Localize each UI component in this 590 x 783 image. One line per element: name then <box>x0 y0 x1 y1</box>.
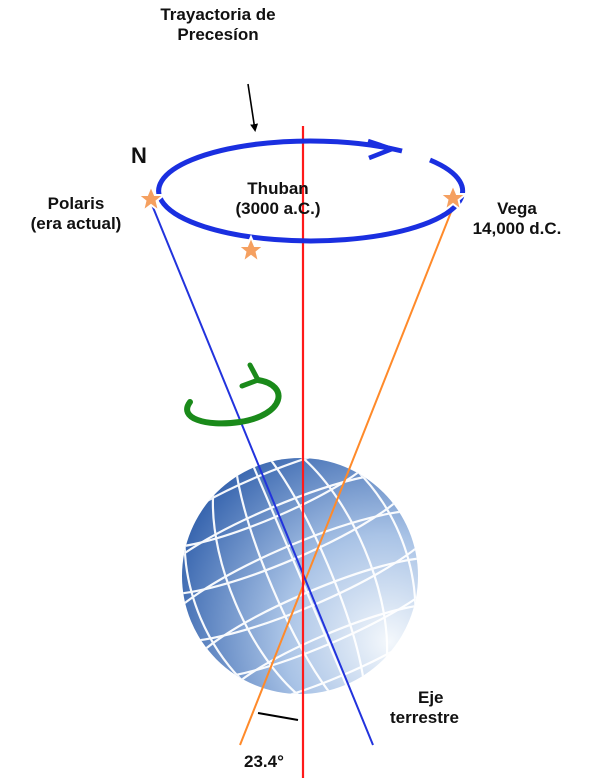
thuban-name: Thuban <box>247 179 309 198</box>
globe-icon <box>182 458 418 694</box>
vega-name: Vega <box>497 199 537 218</box>
star-icon <box>437 182 469 213</box>
north-label: N <box>131 143 147 168</box>
vega-era: 14,000 d.C. <box>472 219 562 239</box>
thuban-label: Thuban (3000 a.C.) <box>208 179 348 220</box>
title-line-2: Precesíon <box>177 25 259 45</box>
polaris-name: Polaris <box>47 194 105 213</box>
polaris-era: (era actual) <box>30 214 122 234</box>
tilt-angle-label: 23.4° <box>244 752 284 771</box>
thuban-era: (3000 a.C.) <box>235 199 321 219</box>
pointer-arrow-icon <box>247 83 259 132</box>
orbit-direction-arrow-icon <box>367 138 399 161</box>
star-icon <box>135 183 167 214</box>
polaris-label: Polaris (era actual) <box>0 194 152 235</box>
precession-path-title: Trayactoria de Precesíon <box>128 5 308 46</box>
angle-marker <box>257 712 299 721</box>
title-line-1: Trayactoria de <box>160 5 276 24</box>
vega-label: Vega 14,000 d.C. <box>452 199 582 240</box>
earth-axis-line <box>149 199 374 746</box>
vega-axis-line <box>239 201 456 746</box>
earth-axis-label: Eje terrestre <box>390 688 459 729</box>
curved-rotation-arrow-icon <box>184 362 282 427</box>
axis-label-line-2: terrestre <box>390 708 459 728</box>
axis-label-line-1: Eje <box>418 688 444 707</box>
star-icon <box>235 234 267 265</box>
